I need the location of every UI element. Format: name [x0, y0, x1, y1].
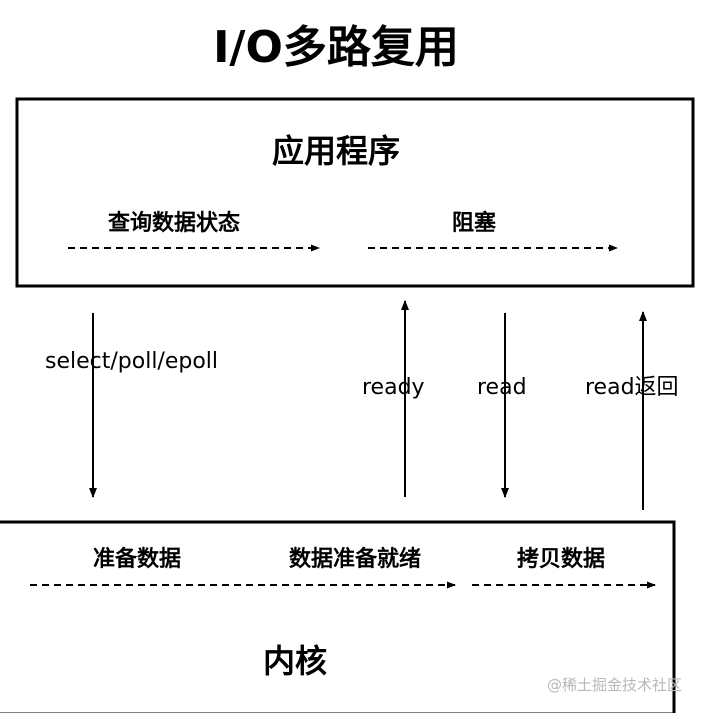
data-ready-label: 数据准备就绪	[289, 546, 421, 572]
query-status-label: 查询数据状态	[108, 210, 240, 236]
select-poll-epoll-label: select/poll/epoll	[45, 349, 218, 374]
kernel-label: 内核	[263, 642, 327, 680]
blocking-label: 阻塞	[452, 210, 497, 236]
application-box	[15, 97, 695, 288]
read-label: read	[477, 375, 527, 400]
ready-label: ready	[362, 375, 425, 400]
read-return-label: read返回	[585, 375, 679, 400]
copy-data-label: 拷贝数据	[517, 546, 605, 572]
diagram-title: I/O多路复用	[213, 22, 459, 73]
application-label: 应用程序	[272, 132, 400, 170]
watermark: @稀土掘金技术社区	[547, 676, 682, 694]
prepare-data-label: 准备数据	[93, 546, 181, 572]
